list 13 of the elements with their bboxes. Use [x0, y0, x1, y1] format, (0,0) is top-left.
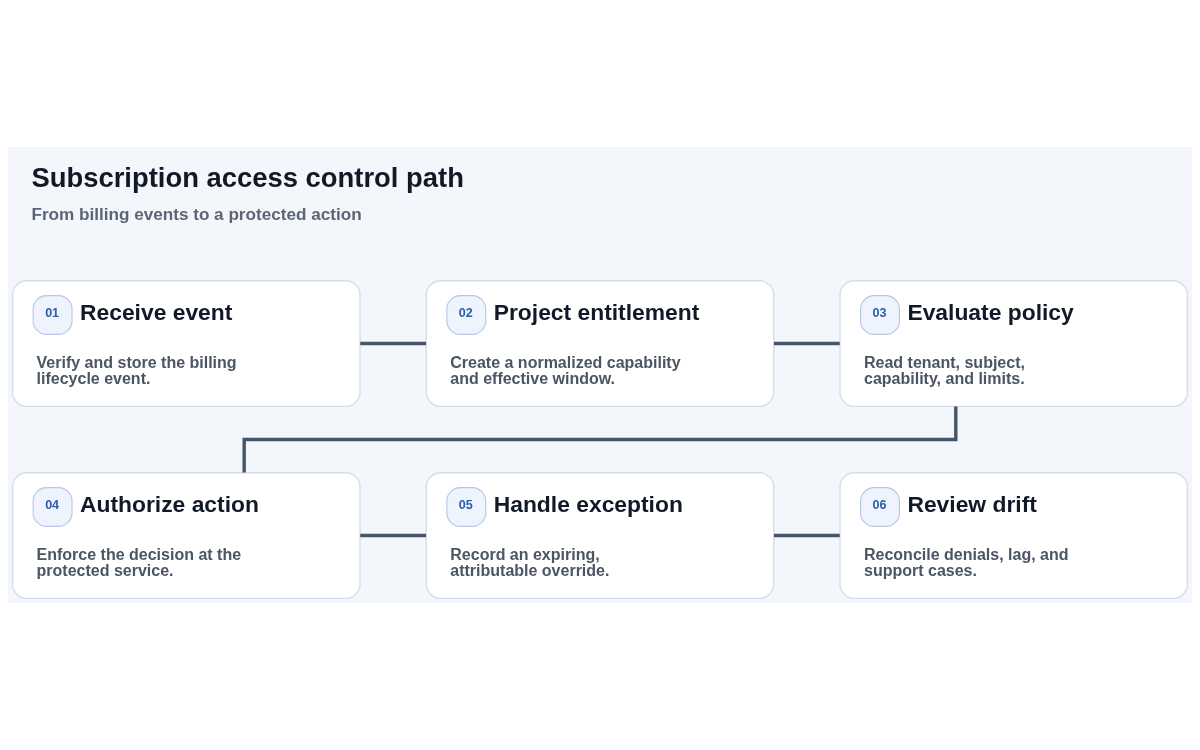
- connector: [360, 341, 427, 346]
- caption: From billing events to a protected action: [31, 203, 362, 224]
- connector: [242, 406, 958, 473]
- connector: [360, 533, 427, 538]
- node-box: 02 Project entitlement Create a normalized capability and effective window.: [425, 280, 775, 408]
- diagram-title: Subscription access control path: [31, 161, 464, 193]
- node-box: 01 Receive event Verify and store the billing lifecycle event.: [11, 280, 361, 408]
- node-box: 04 Authorize action Enforce the decision at the protected service.: [11, 472, 361, 600]
- node-box: 06 Review drift Reconcile denials, lag, and support cases.: [839, 472, 1189, 600]
- node-box: 03 Evaluate policy Read tenant, subject, capability, and limits.: [839, 280, 1189, 408]
- connector: [773, 341, 840, 346]
- connector: [773, 533, 840, 538]
- node-box: 05 Handle exception Record an expiring, attributable override.: [425, 472, 775, 600]
